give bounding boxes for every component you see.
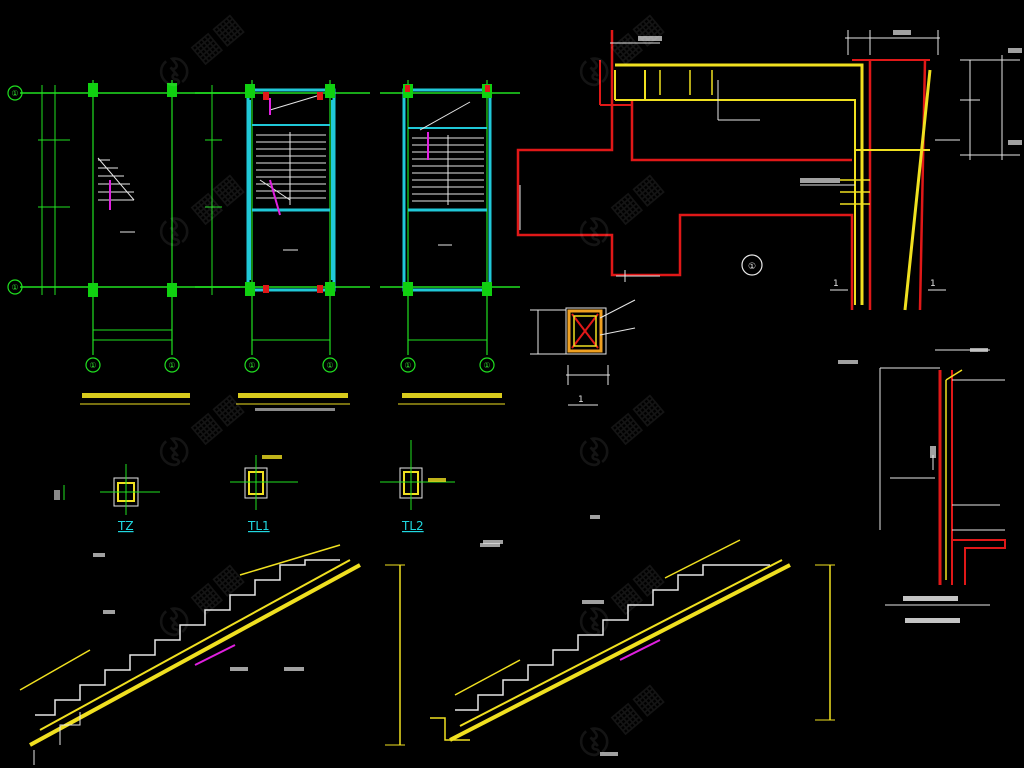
- svg-text:〄 ▦▦: 〄 ▦▦: [573, 677, 670, 766]
- grid-bubble: [164, 357, 180, 373]
- grid-bubble-label: ①: [11, 283, 18, 292]
- beam-label-tz: TZ: [117, 519, 134, 533]
- grid-bubble-label: ①: [11, 89, 18, 98]
- grid-bubble: [7, 85, 23, 101]
- stair-plan-3: ① ①: [380, 80, 520, 405]
- grid-bubble: [7, 279, 23, 295]
- column-section-1-1: 1: [530, 299, 636, 406]
- grid-bubble: [322, 357, 338, 373]
- watermark-logo-icon: 〄 ▦▦ 〄 ▦▦ 〄 ▦▦ 〄 ▦▦ 〄 ▦▦ 〄 ▦▦ 〄 ▦▦ 〄 ▦▦ …: [153, 7, 670, 766]
- svg-text:〄 ▦▦: 〄 ▦▦: [573, 167, 670, 256]
- beam-section-tl2: TL2: [380, 440, 455, 533]
- cut-mark-label: 1: [833, 279, 839, 289]
- grid-bubble: [400, 357, 416, 373]
- svg-text:〄 ▦▦: 〄 ▦▦: [153, 7, 250, 96]
- grid-bubble: [244, 357, 260, 373]
- stair-flight-section-left: [19, 544, 405, 765]
- svg-text:〄 ▦▦: 〄 ▦▦: [573, 387, 670, 476]
- grid-bubble-label: ①: [168, 361, 175, 370]
- beam-section-tl1: TL1: [230, 455, 298, 533]
- svg-text:〄 ▦▦: 〄 ▦▦: [573, 7, 670, 96]
- stair-plan-1: ① ① ① ①: [7, 80, 240, 405]
- detail-marker: [741, 254, 763, 276]
- grid-bubble: [85, 357, 101, 373]
- stair-plan-2: ① ①: [195, 80, 370, 411]
- detail-marker-label: ①: [748, 262, 756, 272]
- grid-bubble-label: ①: [404, 361, 411, 370]
- parapet-detail: [838, 348, 1006, 623]
- landing-section-detail: ① 1 1: [516, 30, 1022, 311]
- grid-bubble-label: ①: [248, 361, 255, 370]
- grid-bubble: [479, 357, 495, 373]
- section-title-label: 1: [578, 395, 584, 405]
- beam-label-tl2: TL2: [401, 519, 424, 533]
- beam-label-tl1: TL1: [247, 519, 270, 533]
- grid-bubble-label: ①: [326, 361, 333, 370]
- grid-bubble-label: ①: [483, 361, 490, 370]
- stair-flight-section-right: [430, 515, 835, 756]
- beam-section-tz: TZ: [63, 464, 160, 533]
- svg-text:〄 ▦▦: 〄 ▦▦: [153, 387, 250, 476]
- svg-text:〄 ▦▦: 〄 ▦▦: [153, 167, 250, 256]
- cut-mark-label: 1: [930, 279, 936, 289]
- grid-bubble-label: ①: [89, 361, 96, 370]
